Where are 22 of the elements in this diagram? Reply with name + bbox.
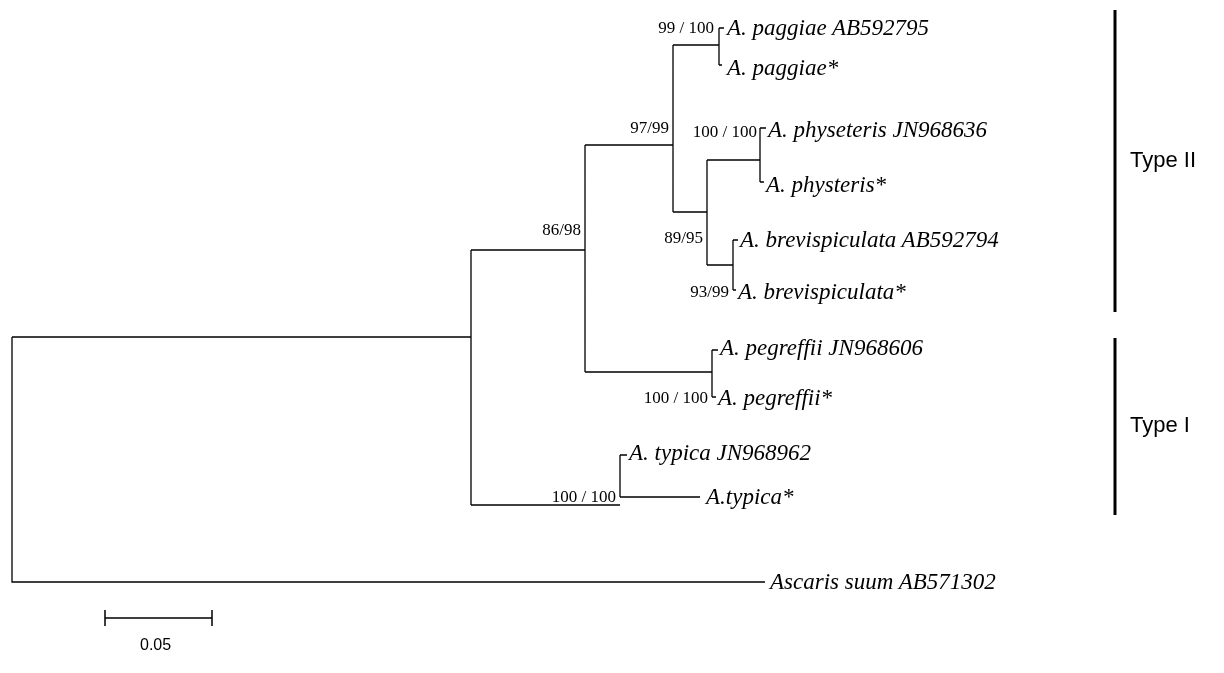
bootstrap-value: 89/95 — [664, 228, 703, 248]
taxon-name: A. physteris* — [766, 172, 887, 198]
bootstrap-value: 86/98 — [542, 220, 581, 240]
taxon-name: A. paggiae* — [727, 55, 839, 81]
taxon-name: A. pegreffii* — [718, 385, 833, 411]
scale-value: 0.05 — [140, 636, 172, 654]
taxon-name: A. paggiae AB592795 — [727, 15, 930, 41]
clade-label: Type I — [1130, 412, 1190, 438]
bootstrap-value: 97/99 — [630, 118, 669, 138]
taxon-name: Ascaris suum AB571302 — [770, 569, 996, 595]
taxon-name: A. brevispiculata* — [738, 279, 906, 305]
taxon-name: A.typica* — [706, 484, 794, 510]
taxon-name: A. pegreffii JN968606 — [720, 335, 923, 361]
bootstrap-value: 100 / 100 — [643, 388, 708, 408]
bootstrap-value: 100 / 100 — [551, 487, 616, 507]
bootstrap-value: 93/99 — [690, 282, 729, 302]
bootstrap-value: 99 / 100 — [658, 18, 714, 38]
taxon-name: A. typica JN968962 — [629, 440, 812, 466]
taxon-name: A. brevispiculata AB592794 — [740, 227, 999, 253]
bootstrap-value: 100 / 100 — [692, 122, 757, 142]
clade-label: Type II — [1130, 147, 1197, 173]
taxon-name: A. physeteris JN968636 — [768, 117, 988, 143]
